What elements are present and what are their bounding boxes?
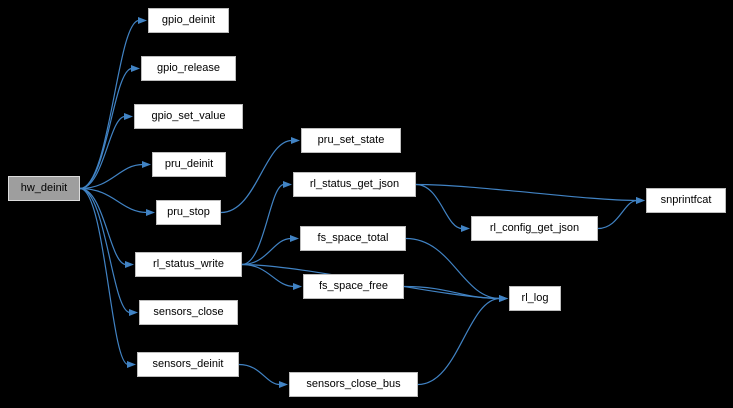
node-gpio_set_value[interactable]: gpio_set_value [134, 104, 243, 129]
arrowhead-hw_deinit-gpio_release [131, 65, 140, 72]
edge-hw_deinit-gpio_deinit [79, 19, 140, 190]
node-fs_space_free[interactable]: fs_space_free [303, 274, 404, 299]
edge-hw_deinit-pru_deinit [79, 163, 144, 190]
arrowhead-hw_deinit-sensors_close [129, 309, 138, 316]
arrowhead-rl_status_write-rl_log [499, 295, 508, 302]
edge-rl_status_get_json-rl_config_get_json [415, 183, 463, 230]
edge-fs_space_free-rl_log [403, 285, 501, 300]
node-rl_status_get_json[interactable]: rl_status_get_json [293, 172, 416, 197]
edge-hw_deinit-rl_status_write [79, 187, 127, 266]
arrowhead-hw_deinit-gpio_deinit [138, 17, 147, 24]
node-pru_deinit[interactable]: pru_deinit [152, 152, 226, 177]
edge-rl_status_write-fs_space_total [241, 237, 292, 266]
arrowhead-rl_status_write-fs_space_total [290, 235, 299, 242]
node-snprintfcat[interactable]: snprintfcat [646, 188, 726, 213]
arrowhead-rl_status_write-rl_status_get_json [283, 181, 292, 188]
arrowhead-hw_deinit-rl_status_write [125, 261, 134, 268]
arrowhead-rl_status_get_json-snprintfcat [636, 197, 645, 204]
edge-pru_stop-pru_set_state [220, 139, 293, 214]
node-rl_log[interactable]: rl_log [509, 286, 561, 311]
node-gpio_release[interactable]: gpio_release [141, 56, 236, 81]
node-sensors_deinit[interactable]: sensors_deinit [137, 352, 239, 377]
arrowhead-rl_status_get_json-rl_config_get_json [461, 225, 470, 232]
edge-rl_status_write-fs_space_free [241, 263, 295, 288]
edge-sensors_close_bus-rl_log [417, 297, 501, 386]
node-gpio_deinit[interactable]: gpio_deinit [148, 8, 229, 33]
arrowhead-fs_space_total-rl_log [499, 295, 508, 302]
node-hw_deinit[interactable]: hw_deinit [8, 176, 80, 201]
node-fs_space_total[interactable]: fs_space_total [300, 226, 406, 251]
edge-rl_status_get_json-snprintfcat [415, 183, 638, 202]
arrowhead-hw_deinit-pru_stop [146, 209, 155, 216]
edge-fs_space_total-rl_log [405, 237, 501, 300]
node-sensors_close_bus[interactable]: sensors_close_bus [289, 372, 418, 397]
arrowhead-hw_deinit-pru_deinit [142, 161, 151, 168]
arrowhead-sensors_deinit-sensors_close_bus [279, 381, 288, 388]
arrowhead-rl_config_get_json-snprintfcat [636, 197, 645, 204]
node-pru_set_state[interactable]: pru_set_state [301, 128, 401, 153]
arrowhead-pru_stop-pru_set_state [291, 137, 300, 144]
edge-rl_config_get_json-snprintfcat [597, 199, 638, 230]
node-rl_status_write[interactable]: rl_status_write [135, 252, 242, 277]
edge-hw_deinit-sensors_deinit [79, 187, 129, 366]
node-sensors_close[interactable]: sensors_close [139, 300, 238, 325]
edge-sensors_deinit-sensors_close_bus [238, 363, 281, 386]
edge-hw_deinit-sensors_close [79, 187, 131, 314]
edge-hw_deinit-gpio_release [79, 67, 133, 190]
edge-rl_status_write-rl_status_get_json [241, 183, 285, 266]
arrowhead-hw_deinit-sensors_deinit [127, 361, 136, 368]
node-rl_config_get_json[interactable]: rl_config_get_json [471, 216, 598, 241]
arrowhead-fs_space_free-rl_log [499, 295, 508, 302]
node-pru_stop[interactable]: pru_stop [156, 200, 221, 225]
edge-hw_deinit-gpio_set_value [79, 115, 126, 190]
arrowhead-sensors_close_bus-rl_log [499, 295, 508, 302]
arrowhead-rl_status_write-fs_space_free [293, 283, 302, 290]
edge-hw_deinit-pru_stop [79, 187, 148, 214]
arrowhead-hw_deinit-gpio_set_value [124, 113, 133, 120]
